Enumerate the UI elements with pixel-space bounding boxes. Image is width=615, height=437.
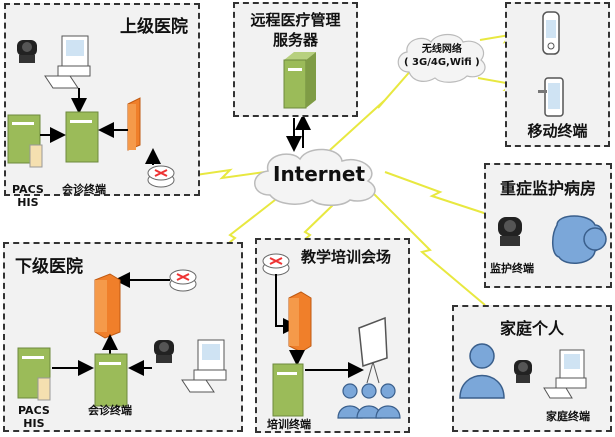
firewall-icon <box>127 97 141 151</box>
server-title: 远程医疗管理服务器 <box>250 11 341 49</box>
projector-screen-icon <box>358 316 388 384</box>
internet-label: Internet <box>273 162 366 186</box>
icu-title: 重症监护病房 <box>499 179 596 198</box>
router-icon <box>169 269 197 292</box>
tablet-icon <box>538 77 564 117</box>
consultation-terminal-server-icon <box>65 111 99 163</box>
upper-hospital-box: 上级医院 <box>4 3 200 196</box>
wireless-links <box>174 31 546 306</box>
computer-icon <box>181 339 227 393</box>
link-home <box>369 189 486 306</box>
computer-icon <box>543 349 587 399</box>
pacs-server-icon <box>7 114 43 168</box>
training-terminal-server-icon <box>272 363 304 417</box>
camera-icon <box>154 340 174 363</box>
router-icon <box>147 165 175 188</box>
phone-icon <box>542 11 560 55</box>
upper-terminal-label: 会诊终端 <box>62 183 106 196</box>
icu-terminal-label: 监护终端 <box>490 262 534 275</box>
link-icu <box>384 171 491 216</box>
camera-icon <box>17 40 37 63</box>
home-devices <box>459 343 587 399</box>
lower-hospital-devices <box>17 269 227 407</box>
firewall-icon <box>94 273 121 339</box>
internet-cloud-icon <box>254 148 376 206</box>
training-title: 教学培训会场 <box>301 248 392 266</box>
home-title: 家庭个人 <box>499 319 564 338</box>
wireless-label: 无线网络( 3G/4G,Wifi ) <box>404 44 480 68</box>
link-upper-hospital <box>174 168 266 180</box>
lower-terminal-label: 会诊终端 <box>88 404 132 417</box>
mobile-devices <box>538 11 564 117</box>
camera-icon <box>498 217 522 246</box>
training-terminal-label: 培训终端 <box>267 418 311 431</box>
camera-icon <box>514 360 532 383</box>
icu-devices <box>498 215 607 264</box>
consultation-terminal-server-icon <box>94 353 128 407</box>
upper-hospital-devices <box>7 35 175 188</box>
management-server-icon <box>283 52 316 109</box>
home-terminal-label: 家庭终端 <box>546 410 590 423</box>
wireless-cloud-icon <box>397 33 486 83</box>
router-icon <box>262 253 290 276</box>
computer-icon <box>44 35 91 89</box>
mobile-title: 移动终端 <box>527 122 588 140</box>
link-wireless <box>329 59 421 151</box>
firewall-icon <box>288 291 312 353</box>
home-box: 家庭个人 <box>452 305 612 432</box>
person-icon <box>459 343 505 399</box>
audience-icon <box>337 383 401 419</box>
patient-icon <box>552 215 607 264</box>
training-devices <box>262 253 401 419</box>
upper-hospital-title: 上级医院 <box>120 17 188 37</box>
lower-hospital-title: 下级医院 <box>15 257 83 277</box>
pacs-server-icon <box>17 347 51 401</box>
